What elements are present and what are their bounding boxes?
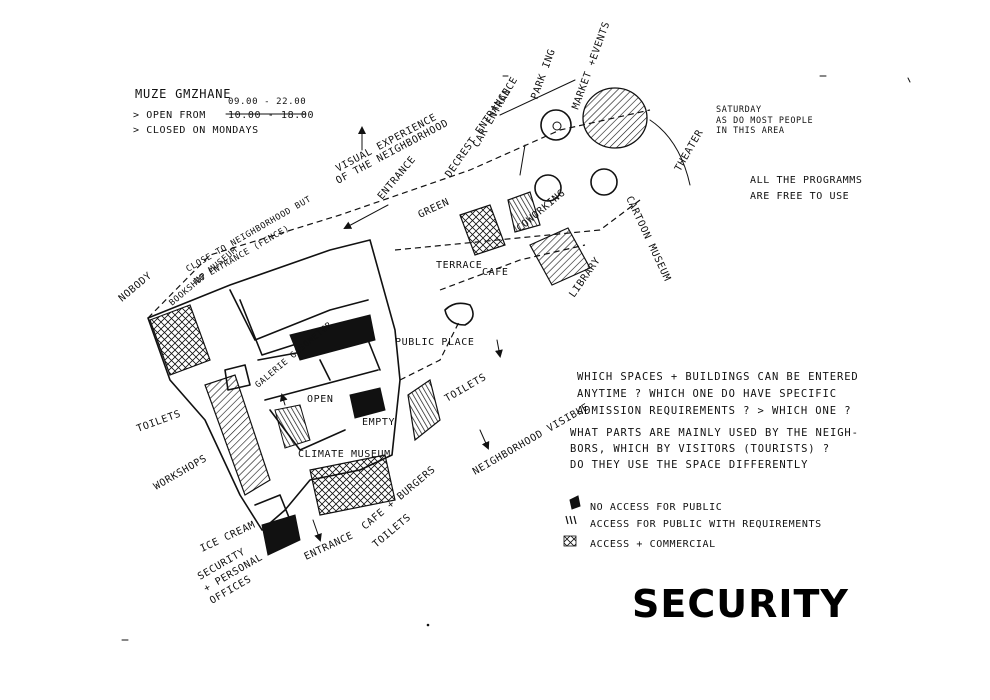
- saturday-ellipse: [582, 87, 648, 149]
- climate-museum-block: [274, 404, 311, 449]
- toilets-building: [407, 379, 441, 442]
- label-cartoon: CARTOON MUSEUM: [623, 195, 672, 284]
- legend: NO ACCESS FOR PUBLIC ACCESS FOR PUBLIC W…: [563, 495, 822, 550]
- legend-hatch-icon: [563, 535, 577, 547]
- bookshop-building: [149, 304, 211, 376]
- label-nobody: NOBODY: [117, 270, 155, 304]
- path-cafe: [439, 244, 586, 291]
- museum-info: MUZE GMZHANE 09.00 - 22.00 > OPEN FROM 1…: [133, 87, 314, 136]
- label-green: GREEN: [417, 197, 452, 221]
- fence-line: [147, 109, 651, 319]
- arrow-neighborhood: [479, 429, 490, 450]
- legend-solid-icon: [569, 495, 581, 510]
- new-hours: 09.00 - 22.00: [228, 97, 306, 107]
- note-programs-2: ARE FREE TO USE: [750, 191, 849, 202]
- site-outline: [147, 79, 691, 531]
- label-workshops: WORKSHOPS: [152, 453, 209, 492]
- label-open: OPEN: [307, 394, 333, 405]
- open-from-label: > OPEN FROM: [133, 110, 206, 121]
- label-empty: EMPTY: [362, 417, 395, 428]
- buildings: [149, 191, 591, 556]
- q1-line3: ADMISSION REQUIREMENTS ? > WHICH ONE ?: [577, 405, 851, 417]
- coworking-building: [507, 191, 541, 233]
- path-public: [399, 319, 461, 381]
- arrows: [279, 126, 503, 542]
- cartoon-circle-1: [534, 174, 562, 202]
- q1-line2: ANYTIME ? WHICH ONE DO HAVE SPECIFIC: [577, 388, 837, 400]
- label-toilets-mid: TOILETS: [443, 372, 489, 405]
- rock: [444, 302, 474, 326]
- cartoon-circle-2: [590, 168, 618, 196]
- label-parking: PARK ING: [529, 47, 557, 101]
- legend-with-requirements: ACCESS FOR PUBLIC WITH REQUIREMENTS: [590, 519, 822, 530]
- legend-lines-icon: [565, 515, 577, 525]
- parking-edge: [499, 79, 576, 116]
- legend-no-access: NO ACCESS FOR PUBLIC: [590, 502, 722, 513]
- market-circle: [540, 109, 572, 141]
- legend-commercial: ACCESS + COMMERCIAL: [590, 539, 716, 550]
- questions: WHICH SPACES + BUILDINGS CAN BE ENTERED …: [570, 371, 859, 471]
- label-cafe: CAFE: [482, 267, 508, 278]
- library-building: [529, 227, 591, 286]
- old-hours: 10.00 - 18.00: [228, 110, 314, 121]
- label-most-people-2: IN THIS AREA: [716, 126, 785, 136]
- theater-edge: [649, 119, 691, 186]
- cafe-building: [459, 204, 506, 256]
- label-saturday: SATURDAY: [716, 105, 762, 115]
- arrow-entrance: [343, 204, 389, 229]
- q1-line1: WHICH SPACES + BUILDINGS CAN BE ENTERED: [577, 371, 859, 383]
- q2-line3: DO THEY USE THE SPACE DIFFERENTLY: [570, 459, 808, 471]
- round-features: [534, 87, 648, 202]
- label-climate: CLIMATE MUSEUM: [298, 449, 391, 460]
- parking-divider: [519, 144, 526, 176]
- label-visual: VISUAL EXPERIENCE: [334, 112, 439, 175]
- label-public-place: PUBLIC PLACE: [395, 337, 474, 348]
- label-galerie: GALERIE GASOMETER: [254, 320, 335, 390]
- note-programs-1: ALL THE PROGRAMMS: [750, 175, 863, 186]
- label-terrace: TERRACE: [436, 260, 482, 271]
- security-offices-block: [261, 514, 301, 556]
- label-entrance-bottom: ENTRANCE: [303, 530, 356, 562]
- label-ice-cream: ICE CREAM: [199, 520, 258, 555]
- label-toilets-left: TOILETS: [135, 409, 182, 435]
- museum-name: MUZE GMZHANE: [135, 87, 231, 101]
- q2-line2: BORS, WHICH BY VISITORS (TOURISTS) ?: [570, 443, 830, 455]
- path-north: [394, 199, 641, 251]
- q2-line1: WHAT PARTS ARE MAINLY USED BY THE NEIGH-: [570, 427, 859, 439]
- gasometer-block: [289, 314, 376, 361]
- cafe-burgers-building: [309, 454, 396, 516]
- page-title: SECURITY: [632, 582, 849, 626]
- label-most-people-1: AS DO MOST PEOPLE: [716, 116, 813, 126]
- stray-marks: [121, 75, 911, 641]
- closed-label: > CLOSED ON MONDAYS: [133, 125, 259, 136]
- workshops-building: [204, 374, 271, 496]
- empty-block: [349, 387, 386, 419]
- program-note: ALL THE PROGRAMMS ARE FREE TO USE: [750, 175, 863, 202]
